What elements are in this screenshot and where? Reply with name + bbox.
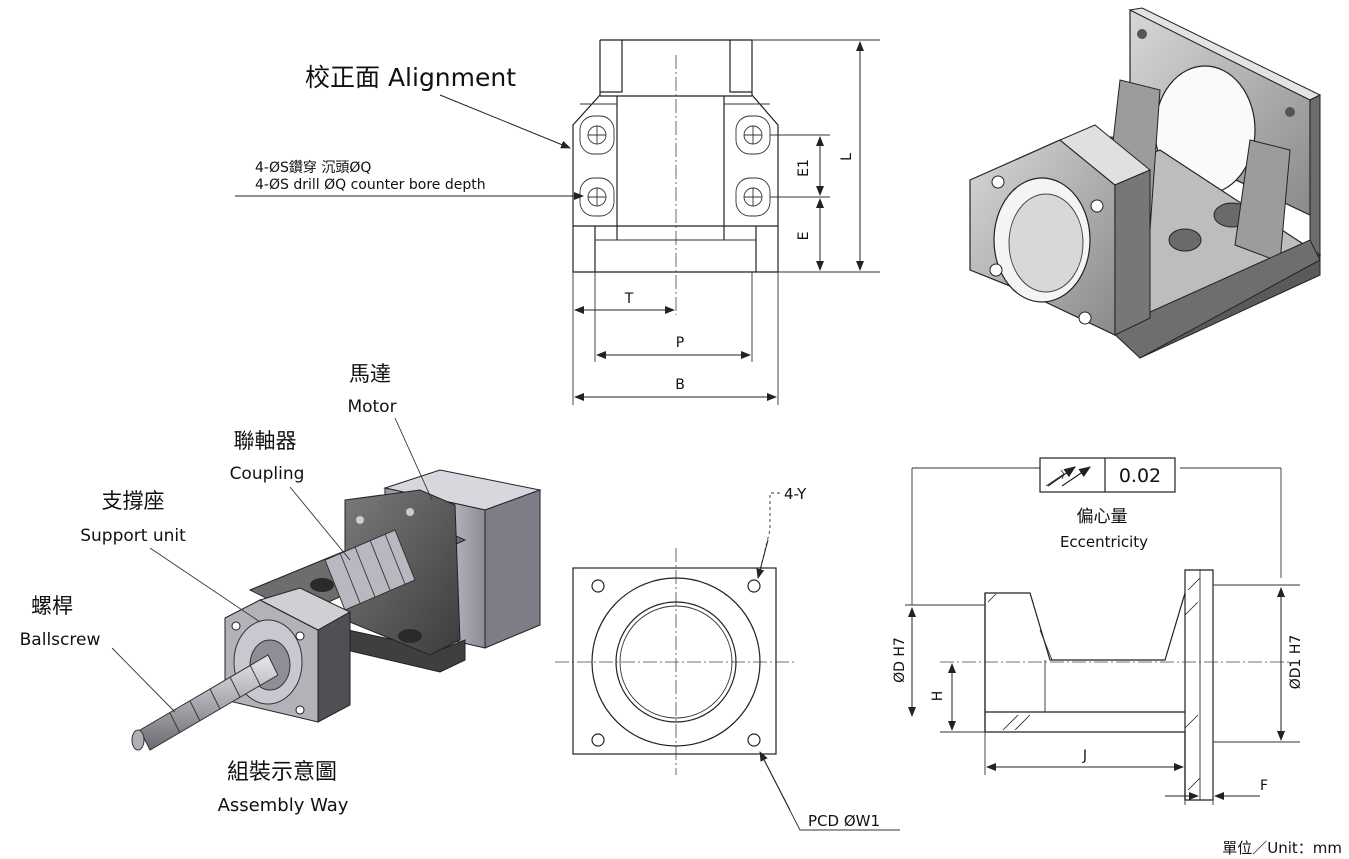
ballscrew-label-en: Ballscrew	[20, 630, 101, 650]
ballscrew-label-zh: 螺桿	[31, 594, 73, 618]
unit-label: 單位／Unit：mm	[1222, 839, 1342, 857]
counterbore-hole	[735, 177, 771, 217]
support-unit-3d	[969, 7, 1322, 359]
eccentricity-label-en: Eccentricity	[1060, 533, 1148, 551]
dim-d1-label: ØD1 H7	[1288, 635, 1304, 690]
hole-note-zh: 4-ØS鑽穿 沉頭ØQ	[255, 160, 371, 176]
bolt-hole	[747, 579, 761, 593]
holes-4y-label: 4-Y	[784, 485, 807, 503]
dim-t-label: T	[624, 291, 634, 307]
dim-l-label: L	[839, 153, 855, 161]
eccentricity-label-zh: 偏心量	[1077, 507, 1128, 527]
tolerance-value: 0.02	[1119, 465, 1161, 487]
counterbore-hole	[579, 115, 615, 155]
bolt-hole	[591, 733, 605, 747]
pcd-label: PCD ØW1	[808, 812, 880, 830]
dim-f-label: F	[1260, 778, 1268, 794]
dim-p-label: P	[676, 335, 684, 351]
runout-tolerance-frame: 0.02	[1039, 457, 1176, 493]
dim-j-label: J	[1082, 748, 1087, 764]
dim-d-label: ØD H7	[892, 637, 908, 683]
assembly-title-zh: 組裝示意圖	[227, 760, 337, 785]
dim-e-label: E	[796, 232, 812, 241]
motor-label-en: Motor	[347, 397, 396, 417]
coupling-label-zh: 聯軸器	[234, 429, 297, 453]
motor-label-zh: 馬達	[349, 362, 391, 386]
dim-h-label: H	[930, 691, 946, 702]
hole-note-en: 4-ØS drill ØQ counter bore depth	[255, 177, 486, 193]
bolt-hole	[591, 579, 605, 593]
ballscrew	[131, 654, 279, 751]
front-view: 4-Y PCD ØW1	[555, 485, 900, 831]
bolt-hole	[747, 733, 761, 747]
dim-e1-label: E1	[796, 159, 812, 177]
support-label-en: Support unit	[80, 526, 186, 546]
support-unit	[224, 587, 352, 723]
section-view: 0.02 偏心量 Eccentricity ØD H7 ØD1 H7 H J F	[892, 457, 1304, 805]
assembly-title-en: Assembly Way	[218, 795, 349, 816]
top-view: E1 E L T P B 校正面 Alignment 4-ØS鑽穿 沉頭ØQ 4…	[235, 39, 880, 405]
assembly-drawing: 馬達 Motor 聯軸器 Coupling 支撐座 Support unit 螺…	[20, 362, 542, 816]
coupling-label-en: Coupling	[230, 464, 305, 484]
coupling	[324, 529, 416, 611]
alignment-label: 校正面 Alignment	[305, 63, 516, 92]
counterbore-hole	[735, 115, 771, 155]
support-label-zh: 支撐座	[102, 489, 165, 513]
counterbore-hole	[579, 177, 615, 217]
dim-b-label: B	[675, 377, 685, 393]
section-hatch	[987, 577, 1201, 791]
